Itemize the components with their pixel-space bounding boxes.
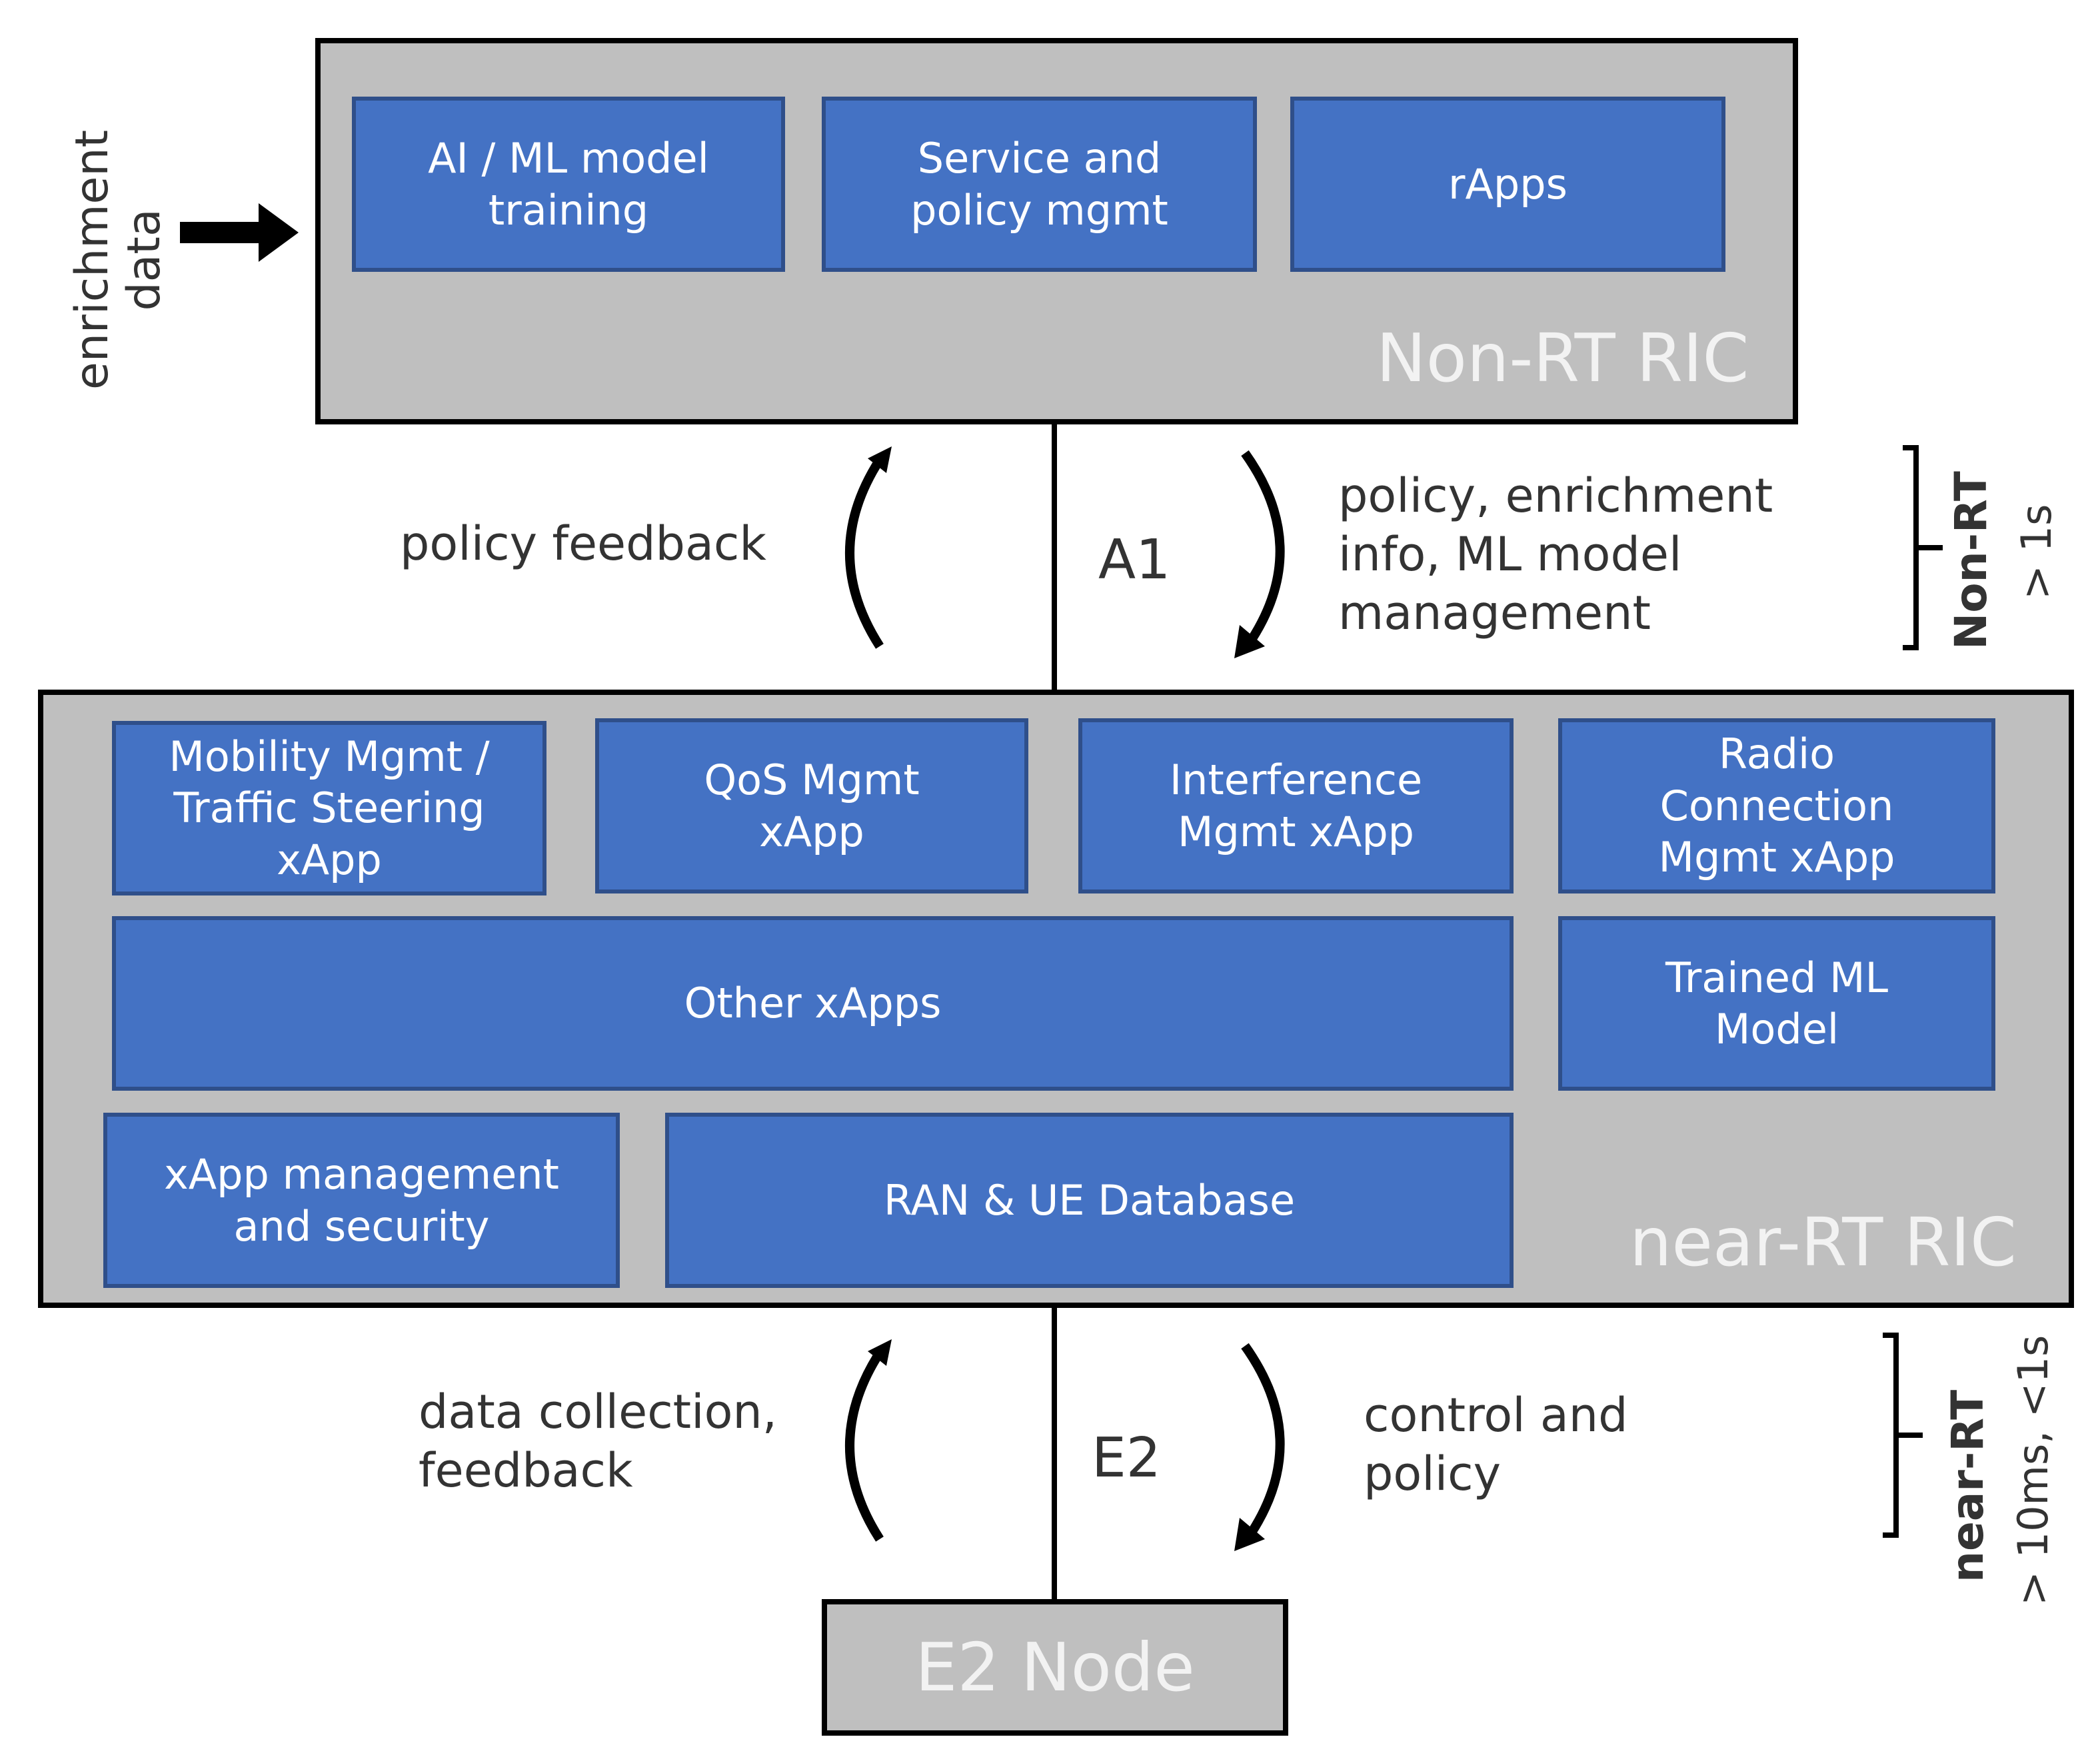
non-rt-bracket-icon — [1903, 445, 1943, 650]
e2-line — [1052, 1308, 1057, 1601]
ran-ue-database-box[interactable]: RAN & UE Database — [665, 1113, 1514, 1288]
e2-feedback-curved-arrow-icon — [845, 1339, 892, 1542]
near-rt-bracket-icon — [1883, 1333, 1923, 1538]
near-rt-ric-title: near-RT RIC — [1629, 1203, 2017, 1281]
e2-interface-label: E2 — [1092, 1427, 1161, 1490]
enrichment-label-line1: enrichment — [66, 129, 119, 390]
enrichment-arrow-icon — [180, 203, 299, 262]
enrichment-data-label: enrichment data — [66, 129, 171, 390]
other-xapps-box[interactable]: Other xApps — [112, 916, 1514, 1091]
near-rt-timescale-name: near-RT — [1942, 1389, 1993, 1582]
ai-ml-model-training-box[interactable]: AI / ML model training — [352, 97, 785, 272]
xapp-management-security-box[interactable]: xApp management and security — [103, 1113, 620, 1288]
trained-ml-model-box[interactable]: Trained ML Model — [1558, 916, 1995, 1091]
e2-node-box — [822, 1599, 1288, 1736]
e2-data-collection-text: data collection, feedback — [419, 1385, 778, 1498]
non-rt-timescale-name: Non-RT — [1945, 471, 1997, 650]
interference-mgmt-xapp-box[interactable]: Interference Mgmt xApp — [1078, 718, 1514, 893]
a1-policy-enrichment-text: policy, enrichment info, ML model manage… — [1338, 468, 1773, 641]
enrichment-label-line2: data — [118, 209, 171, 311]
mobility-mgmt-xapp-box[interactable]: Mobility Mgmt / Traffic Steering xApp — [112, 721, 546, 895]
non-rt-ric-title: Non-RT RIC — [1376, 319, 1749, 397]
a1-line — [1052, 424, 1057, 691]
near-rt-timescale-value: > 10ms, <1s — [2009, 1335, 2057, 1606]
e2-node-title: E2 Node — [915, 1628, 1195, 1706]
non-rt-timescale-value: > 1s — [2012, 504, 2061, 600]
a1-feedback-curved-arrow-icon — [845, 446, 892, 649]
e2-control-curved-arrow-icon — [1234, 1343, 1285, 1551]
a1-interface-label: A1 — [1098, 528, 1171, 592]
rapps-box[interactable]: rApps — [1290, 97, 1725, 272]
e2-control-policy-text: control and policy — [1364, 1388, 1628, 1502]
service-policy-mgmt-box[interactable]: Service and policy mgmt — [822, 97, 1257, 272]
a1-policy-feedback-text: policy feedback — [400, 516, 766, 571]
qos-mgmt-xapp-box[interactable]: QoS Mgmt xApp — [595, 718, 1028, 893]
a1-policy-curved-arrow-icon — [1234, 450, 1285, 658]
radio-connection-mgmt-xapp-box[interactable]: Radio Connection Mgmt xApp — [1558, 718, 1995, 893]
